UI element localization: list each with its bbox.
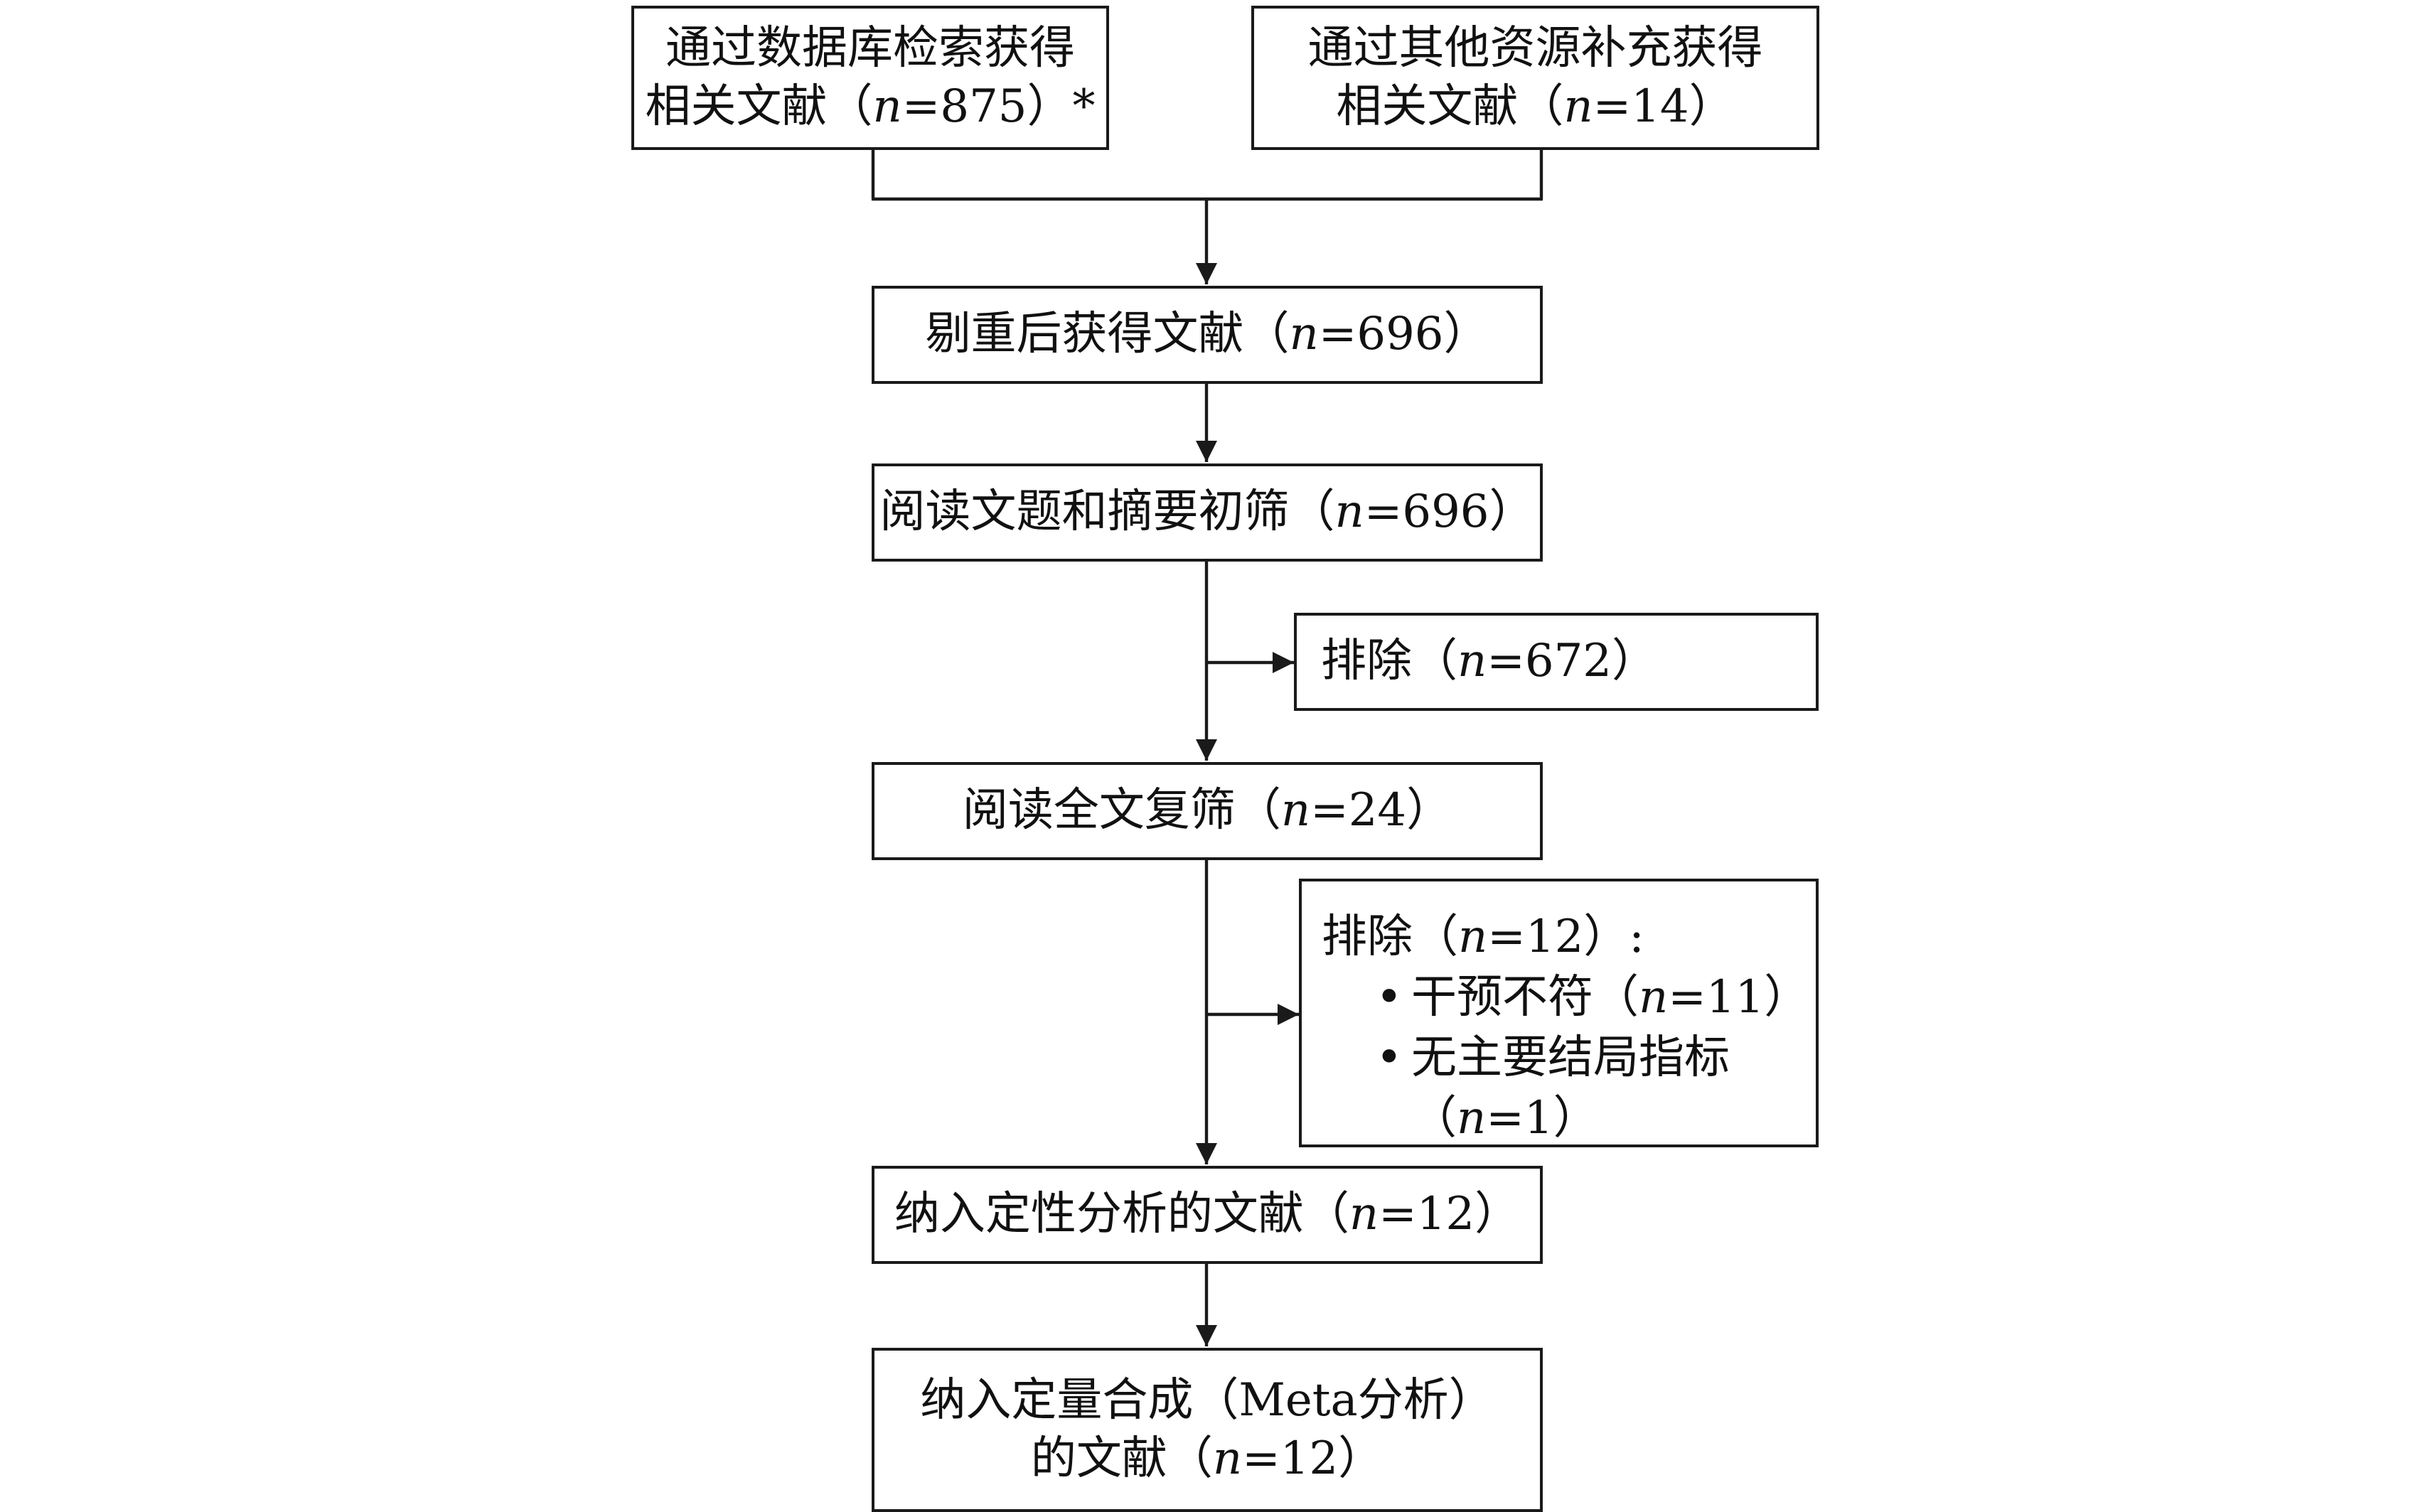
box-fulltext-screening: 阅读全文复筛（n=24）	[872, 762, 1543, 860]
excluded-first-text: 排除（n=672）	[1321, 635, 1657, 688]
box-title-abstract-screening: 阅读文题和摘要初筛（n=696）	[872, 463, 1543, 562]
database-line2: 相关文献（n=875）*	[645, 80, 1096, 133]
database-line1: 通过数据库检索获得	[665, 21, 1075, 75]
exclusion-reason-intervention: •干预不符（n=11）	[1376, 971, 1810, 1024]
box-qualitative-synthesis: 纳入定性分析的文献（n=12）	[872, 1166, 1543, 1264]
qualitative-text: 纳入定性分析的文献（n=12）	[894, 1188, 1521, 1241]
fulltext-text: 阅读全文复筛（n=24）	[962, 784, 1452, 837]
box-after-deduplication: 剔重后获得文献（n=696）	[872, 286, 1543, 384]
box-database-records: 通过数据库检索获得 相关文献（n=875）*	[631, 6, 1109, 150]
box-excluded-second: 排除（n=12）: •干预不符（n=11） •无主要结局指标 （n=1）	[1299, 879, 1819, 1147]
exclusion-reason-outcome-count: （n=1）	[1411, 1092, 1599, 1145]
box-excluded-first: 排除（n=672）	[1294, 613, 1819, 711]
other-sources-line1: 通过其他资源补充获得	[1307, 21, 1763, 75]
after-dedup-text: 剔重后获得文献（n=696）	[925, 308, 1489, 361]
exclusion-reason-outcome: •无主要结局指标	[1376, 1031, 1730, 1085]
excluded-second-header: 排除（n=12）:	[1322, 911, 1644, 963]
box-other-sources-records: 通过其他资源补充获得 相关文献（n=14）	[1251, 6, 1819, 150]
other-sources-line2: 相关文献（n=14）	[1336, 80, 1735, 133]
quantitative-line2: 的文献（n=12）	[1030, 1432, 1384, 1485]
quantitative-line1: 纳入定量合成（Meta分析）	[920, 1373, 1494, 1427]
title-abstract-text: 阅读文题和摘要初筛（n=696）	[879, 486, 1535, 539]
box-quantitative-synthesis: 纳入定量合成（Meta分析） 的文献（n=12）	[872, 1348, 1543, 1512]
